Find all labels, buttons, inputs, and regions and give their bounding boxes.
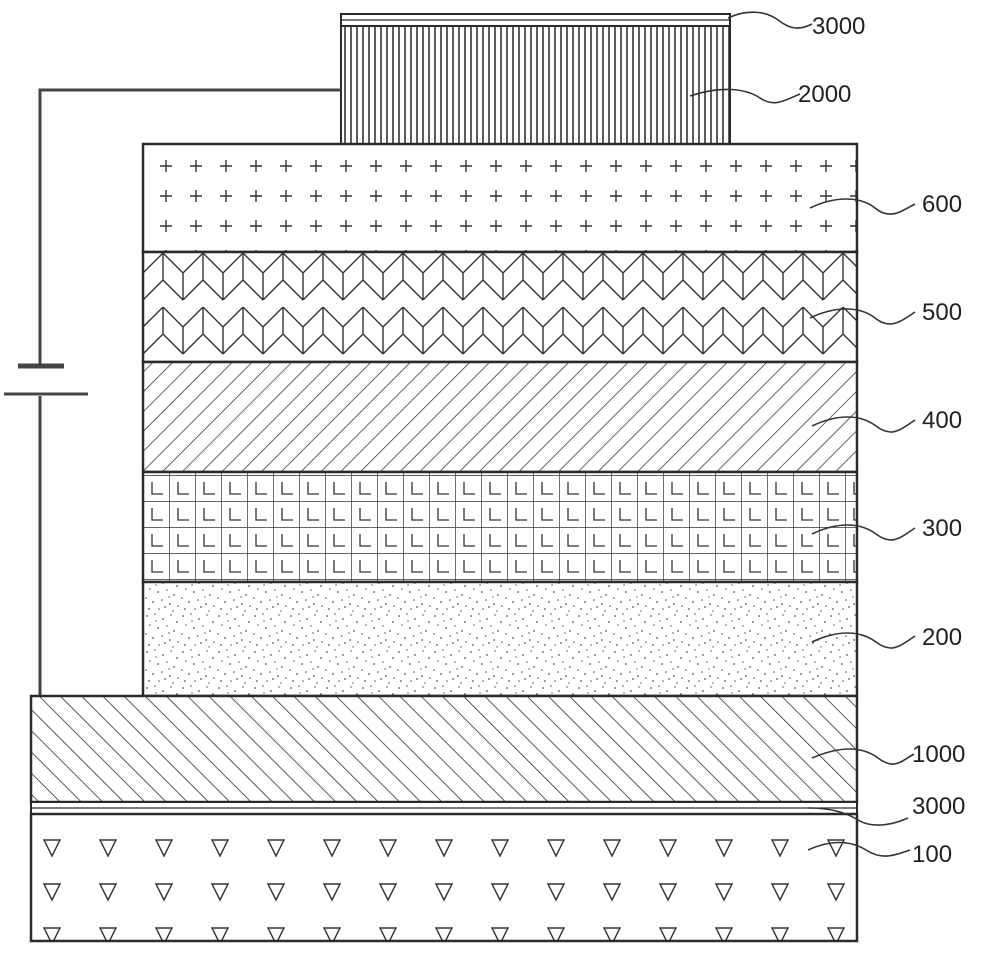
label-500: 500 bbox=[922, 299, 962, 326]
label-600: 600 bbox=[922, 191, 962, 218]
leader-cap-bottom bbox=[807, 807, 909, 826]
layer-400 bbox=[141, 360, 859, 474]
bottom-electrode-1000 bbox=[29, 694, 859, 804]
leader-300 bbox=[811, 524, 916, 541]
leader-2000 bbox=[689, 88, 801, 104]
leader-600 bbox=[809, 198, 916, 215]
label-cap-bottom: 3000 bbox=[912, 793, 965, 820]
leader-500 bbox=[809, 308, 916, 325]
label-200: 200 bbox=[922, 624, 962, 651]
top-electrode-2000 bbox=[340, 25, 731, 145]
leader-200 bbox=[811, 632, 916, 649]
layer-200 bbox=[141, 580, 859, 698]
leader-100 bbox=[807, 841, 911, 857]
label-cap-top: 3000 bbox=[812, 13, 865, 40]
label-300: 300 bbox=[922, 515, 962, 542]
label-2000: 2000 bbox=[798, 81, 851, 108]
label-100: 100 bbox=[912, 841, 952, 868]
substrate-100 bbox=[29, 812, 859, 943]
leader-cap-top bbox=[727, 11, 813, 29]
layer-300 bbox=[141, 470, 859, 584]
label-1000: 1000 bbox=[912, 741, 965, 768]
circuit-wire-top bbox=[38, 88, 341, 364]
leader-1000 bbox=[811, 748, 915, 765]
layer-500 bbox=[141, 250, 859, 364]
label-400: 400 bbox=[922, 407, 962, 434]
layer-600 bbox=[141, 142, 859, 254]
leader-400 bbox=[811, 416, 916, 433]
